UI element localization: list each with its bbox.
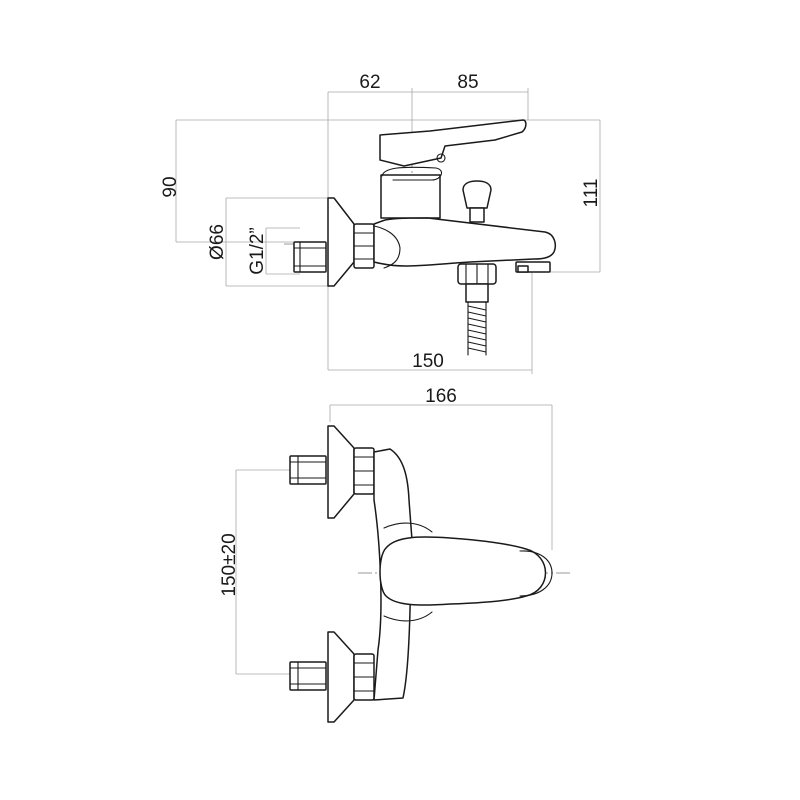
dim-label-166: 166 [425,386,457,407]
side-hose-nut [457,263,497,285]
side-mixer-body [373,217,557,267]
dim-label-spacing: 150±20 [219,533,240,596]
top-view-dimension-lines [235,404,553,675]
top-wall-flange-lower [327,631,355,723]
top-hex-nut-upper [353,447,375,495]
top-view [235,404,570,723]
dim-label-90: 90 [160,176,181,197]
side-view: 62 85 90 111 Ø66 G1/2” 150 [160,72,602,374]
top-inlet-connector-lower [289,661,327,691]
side-handle-screw [436,153,446,163]
dim-label-111: 111 [581,179,602,208]
side-body-collar [373,225,401,269]
dim-label-150: 150 [412,351,444,372]
dim-label-thread: G1/2” [247,227,268,275]
side-wall-flange [327,197,355,287]
side-handle-lever [379,119,527,167]
top-hex-nut-lower [353,653,375,701]
side-hose [465,283,489,356]
top-handle-tip [519,550,553,597]
top-handle-lever [379,536,547,606]
side-diverter-knob [462,180,492,223]
side-handle-neck [380,174,441,219]
dim-label-85: 85 [457,72,478,93]
side-handle-inner [381,166,443,181]
side-hex-nut [353,223,375,269]
side-spout-outlet [515,261,551,273]
top-wall-flange-upper [327,425,355,519]
dim-label-62: 62 [359,72,380,93]
top-inlet-connector-upper [289,455,327,485]
dim-label-flange-diameter: Ø66 [207,224,228,260]
side-inlet-connector [293,241,327,273]
side-view-dimension-lines [175,88,601,374]
top-handle-base-arc [383,522,433,622]
